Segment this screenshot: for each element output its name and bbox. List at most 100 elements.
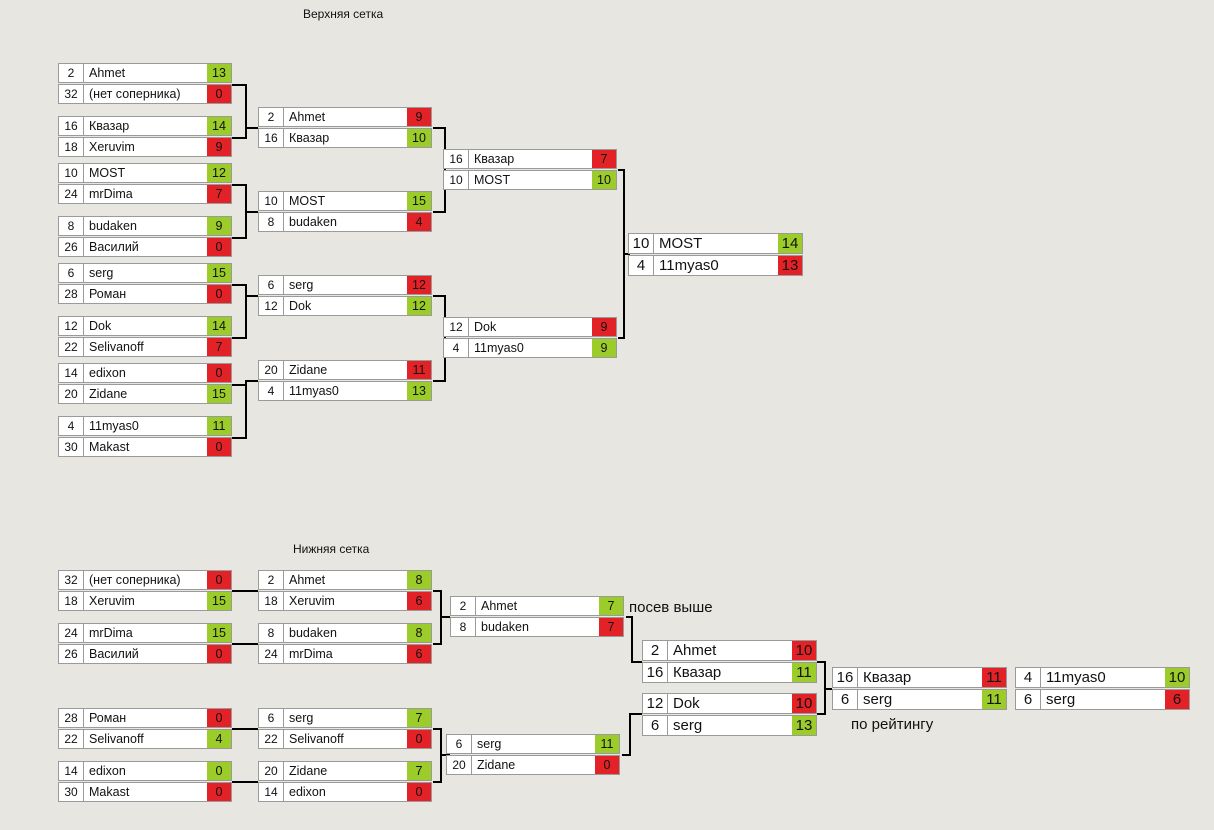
- player-name: MOST: [89, 166, 126, 180]
- seed-number: 4: [629, 256, 654, 275]
- seed-number: 20: [447, 756, 472, 774]
- player-name: Zidane: [477, 758, 516, 772]
- score-badge: 11: [595, 735, 619, 753]
- seed-number: 26: [59, 645, 84, 663]
- player-name: Роман: [89, 711, 127, 725]
- score-badge: 10: [592, 171, 616, 189]
- player-name: Ahmet: [289, 110, 326, 124]
- player-name: Квазар: [474, 152, 515, 166]
- player-name: Xeruvim: [289, 594, 335, 608]
- score-badge: 13: [407, 382, 431, 400]
- seed-number: 8: [59, 217, 84, 235]
- seed-number: 6: [259, 709, 284, 727]
- player-name: serg: [1046, 691, 1076, 708]
- score-badge: 0: [207, 285, 231, 303]
- player-name: 11myas0: [289, 384, 339, 398]
- seed-number: 2: [451, 597, 476, 615]
- player-name: Ahmet: [89, 66, 126, 80]
- seed-number: 10: [259, 192, 284, 210]
- seed-number: 32: [59, 85, 84, 103]
- seed-number: 16: [833, 668, 858, 687]
- seed-number: 2: [59, 64, 84, 82]
- player-name: Makast: [89, 440, 130, 454]
- player-name: Selivanoff: [89, 340, 144, 354]
- score-badge: 12: [407, 276, 431, 294]
- seed-number: 6: [59, 264, 84, 282]
- seed-number: 22: [259, 730, 284, 748]
- seed-number: 12: [59, 317, 84, 335]
- player-name: Selivanoff: [89, 732, 144, 746]
- player-name: MOST: [474, 173, 511, 187]
- seed-number: 8: [451, 618, 476, 636]
- player-name: Zidane: [289, 764, 328, 778]
- seed-number: 30: [59, 438, 84, 456]
- player-name: budaken: [481, 620, 529, 634]
- score-badge: 6: [407, 645, 431, 663]
- player-name: MOST: [289, 194, 326, 208]
- score-badge: 11: [792, 663, 816, 682]
- score-badge: 0: [407, 783, 431, 801]
- player-name: mrDima: [89, 626, 133, 640]
- player-name: (нет соперника): [89, 87, 181, 101]
- player-name: serg: [289, 711, 314, 725]
- player-name: Xeruvim: [89, 594, 135, 608]
- score-badge: 0: [207, 783, 231, 801]
- seed-number: 12: [643, 694, 668, 713]
- player-name: Василий: [89, 647, 139, 661]
- player-name: edixon: [289, 785, 326, 799]
- seed-number: 32: [59, 571, 84, 589]
- seed-number: 16: [259, 129, 284, 147]
- player-name: Dok: [289, 299, 312, 313]
- player-row: 10 MOST 15: [258, 191, 432, 211]
- seed-number: 6: [643, 716, 668, 735]
- player-name: serg: [289, 278, 314, 292]
- seed-number: 28: [59, 285, 84, 303]
- score-badge: 14: [778, 234, 802, 253]
- seed-number: 8: [259, 624, 284, 642]
- score-badge: 11: [407, 361, 431, 379]
- score-badge: 15: [407, 192, 431, 210]
- player-name: Makast: [89, 785, 130, 799]
- score-badge: 10: [407, 129, 431, 147]
- seed-number: 6: [1016, 690, 1041, 709]
- seed-number: 22: [59, 730, 84, 748]
- score-badge: 11: [982, 668, 1006, 687]
- seed-number: 16: [643, 663, 668, 682]
- player-row: 6 serg 12: [258, 275, 432, 295]
- score-badge: 0: [207, 645, 231, 663]
- seed-number: 12: [444, 318, 469, 336]
- score-badge: 11: [207, 417, 231, 435]
- seed-number: 4: [444, 339, 469, 357]
- seed-number: 6: [259, 276, 284, 294]
- player-name: serg: [89, 266, 114, 280]
